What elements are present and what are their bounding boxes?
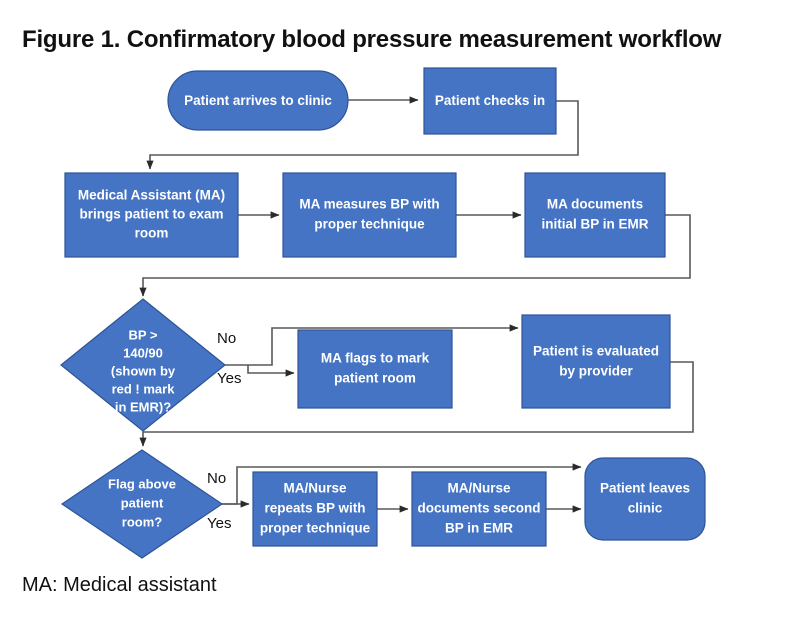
node-label-document-second-bp-line2: documents second bbox=[417, 501, 540, 516]
node-shape-patient-evaluated bbox=[521, 314, 671, 409]
node-shape-patient-checks-in bbox=[423, 67, 557, 135]
node-label-document-second-bp-line3: BP in EMR bbox=[445, 521, 513, 536]
node-ma-brings-patient[interactable]: Medical Assistant (MA) brings patient to… bbox=[64, 172, 239, 258]
node-label-ma-measures-bp-line2: proper technique bbox=[314, 217, 425, 232]
edge-evaluated-to-flagdecision bbox=[139, 361, 694, 447]
node-patient-checks-in[interactable]: Patient checks in bbox=[423, 67, 557, 135]
node-flag-above-room-decision[interactable]: Flag above patient room? bbox=[60, 449, 224, 559]
node-ma-flags-room[interactable]: MA flags to mark patient room bbox=[297, 329, 453, 409]
node-shape-ma-measures-bp bbox=[282, 172, 457, 258]
node-label-repeat-bp-line3: proper technique bbox=[260, 521, 371, 536]
node-label-ma-measures-bp-line1: MA measures BP with bbox=[299, 197, 439, 212]
figure-footnote: MA: Medical assistant bbox=[22, 574, 217, 596]
node-label-bp-decision-line4: red ! mark bbox=[112, 381, 176, 396]
node-document-second-bp[interactable]: MA/Nurse documents second BP in EMR bbox=[411, 471, 547, 547]
edge-checksin-to-mabrings bbox=[146, 100, 579, 170]
edge-label-group: No Yes No Yes bbox=[207, 330, 241, 532]
node-label-ma-flags-room-line2: patient room bbox=[334, 371, 416, 386]
node-shape-ma-brings-patient bbox=[64, 172, 239, 258]
node-label-flag-decision-line2: patient bbox=[121, 495, 164, 510]
edge-bpdecision-yes-to-maflags bbox=[247, 365, 295, 377]
node-label-patient-evaluated-line2: by provider bbox=[559, 364, 633, 379]
edge-label-bp-no: No bbox=[217, 330, 236, 347]
node-shape-ma-documents-initial-bp bbox=[524, 172, 666, 258]
edge-group bbox=[139, 96, 694, 513]
node-label-bp-decision-line5: in EMR)? bbox=[115, 399, 171, 414]
node-shape-bp-threshold-decision bbox=[60, 298, 226, 432]
node-ma-measures-bp[interactable]: MA measures BP with proper technique bbox=[282, 172, 457, 258]
node-patient-arrives[interactable]: Patient arrives to clinic bbox=[167, 70, 349, 131]
node-label-ma-documents-initial-bp-line1: MA documents bbox=[547, 197, 643, 212]
node-label-bp-decision-line3: (shown by bbox=[111, 363, 176, 378]
node-patient-leaves[interactable]: Patient leaves clinic bbox=[584, 457, 706, 541]
node-shape-document-second-bp bbox=[411, 471, 547, 547]
node-label-ma-documents-initial-bp-line2: initial BP in EMR bbox=[541, 217, 648, 232]
node-shape-patient-leaves bbox=[584, 457, 706, 541]
node-label-bp-decision-line2: 140/90 bbox=[123, 345, 163, 360]
node-label-ma-brings-patient-line1: Medical Assistant (MA) bbox=[78, 188, 225, 203]
edge-label-flag-yes: Yes bbox=[207, 515, 231, 532]
node-patient-evaluated[interactable]: Patient is evaluated by provider bbox=[521, 314, 671, 409]
node-shape-repeat-bp bbox=[252, 471, 378, 547]
node-label-bp-decision-line1: BP > bbox=[128, 327, 157, 342]
node-label-ma-flags-room-line1: MA flags to mark bbox=[321, 351, 430, 366]
node-ma-documents-initial-bp[interactable]: MA documents initial BP in EMR bbox=[524, 172, 666, 258]
node-shape-patient-arrives bbox=[167, 70, 349, 131]
node-shape-flag-above-room-decision bbox=[60, 449, 224, 559]
node-label-repeat-bp-line2: repeats BP with bbox=[264, 501, 365, 516]
node-label-patient-checks-in: Patient checks in bbox=[435, 93, 545, 108]
node-label-patient-evaluated-line1: Patient is evaluated bbox=[533, 344, 659, 359]
node-label-ma-brings-patient-line3: room bbox=[135, 226, 169, 241]
node-bp-threshold-decision[interactable]: BP > 140/90 (shown by red ! mark in EMR)… bbox=[60, 298, 226, 432]
node-label-document-second-bp-line1: MA/Nurse bbox=[447, 481, 511, 496]
node-label-repeat-bp-line1: MA/Nurse bbox=[283, 481, 347, 496]
edge-label-bp-yes: Yes bbox=[217, 370, 241, 387]
figure-title: Figure 1. Confirmatory blood pressure me… bbox=[22, 26, 722, 53]
node-label-patient-leaves-line1: Patient leaves bbox=[600, 481, 690, 496]
node-label-patient-arrives: Patient arrives to clinic bbox=[184, 93, 332, 108]
node-label-ma-brings-patient-line2: brings patient to exam bbox=[79, 207, 223, 222]
node-shape-ma-flags-room bbox=[297, 329, 453, 409]
node-repeat-bp[interactable]: MA/Nurse repeats BP with proper techniqu… bbox=[252, 471, 378, 547]
edge-madocuments-to-bpdecision bbox=[139, 214, 691, 297]
node-label-flag-decision-line1: Flag above bbox=[108, 476, 176, 491]
node-label-patient-leaves-line2: clinic bbox=[628, 501, 663, 516]
node-label-flag-decision-line3: room? bbox=[122, 514, 163, 529]
edge-label-flag-no: No bbox=[207, 470, 226, 487]
